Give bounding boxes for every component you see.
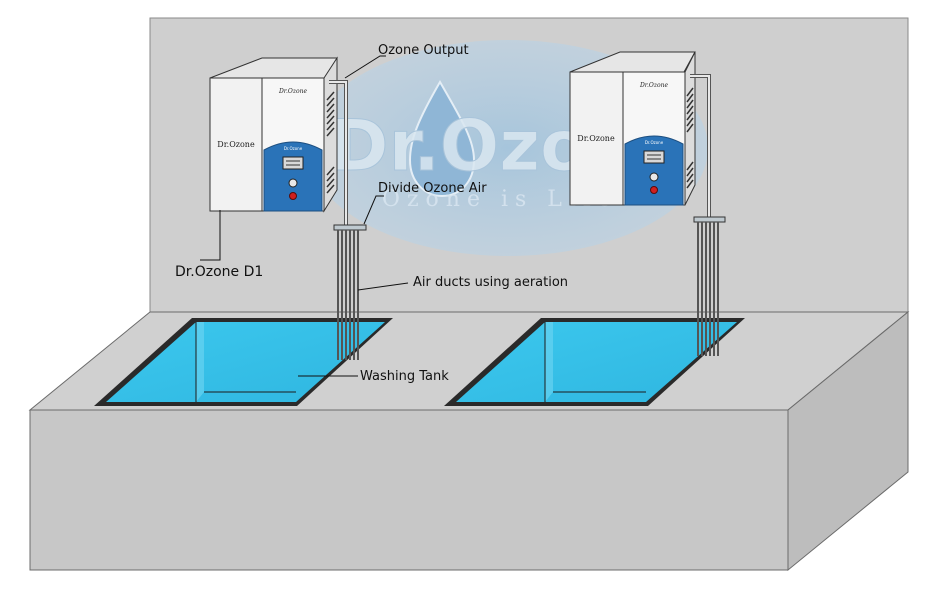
label-device-name: Dr.Ozone D1 [175,264,263,280]
label-washing-tank: Washing Tank [360,369,449,384]
panel-logo: Dr.Ozone [645,140,664,145]
washing-tank-right [444,318,745,406]
leader-device-name [200,210,221,261]
pipes-right [690,74,726,356]
dial-knob [649,172,659,182]
leader-ozone-output [344,55,386,79]
ozone-divider [693,216,726,223]
device-side-logo: Dr.Ozone [217,140,255,149]
leader-air-ducts [357,282,409,291]
ozone-divider [333,224,367,231]
control-panel [263,141,323,212]
power-button [289,192,297,200]
ozone-device-left: Dr.Ozone Dr.Ozone Dr.Ozone [209,56,338,213]
control-panel [624,135,684,206]
panel-logo: Dr.Ozone [284,146,303,151]
vent-grille [686,87,694,189]
device-side-logo: Dr.Ozone [577,134,615,143]
counter-front [29,409,789,571]
washing-tank-left [94,318,393,406]
device-right-face [323,56,338,213]
dial-knob [288,178,298,188]
device-logo: Dr.Ozone [278,88,307,95]
display-screen [282,156,304,170]
power-button [650,186,658,194]
pipes-left [329,80,367,360]
callout-lines [200,55,409,377]
ozone-device-right: Dr.Ozone Dr.Ozone Dr.Ozone [569,51,696,206]
device-side-face [209,77,263,212]
display-screen [643,150,665,164]
vent-grille [326,91,335,194]
label-air-ducts: Air ducts using aeration [413,275,568,290]
label-ozone-output: Ozone Output [378,43,469,58]
device-logo: Dr.Ozone [639,82,668,89]
label-divide-ozone-air: Divide Ozone Air [378,181,487,196]
leader-divide-ozone-air [363,195,384,225]
watermark-drop-icon [408,80,476,198]
